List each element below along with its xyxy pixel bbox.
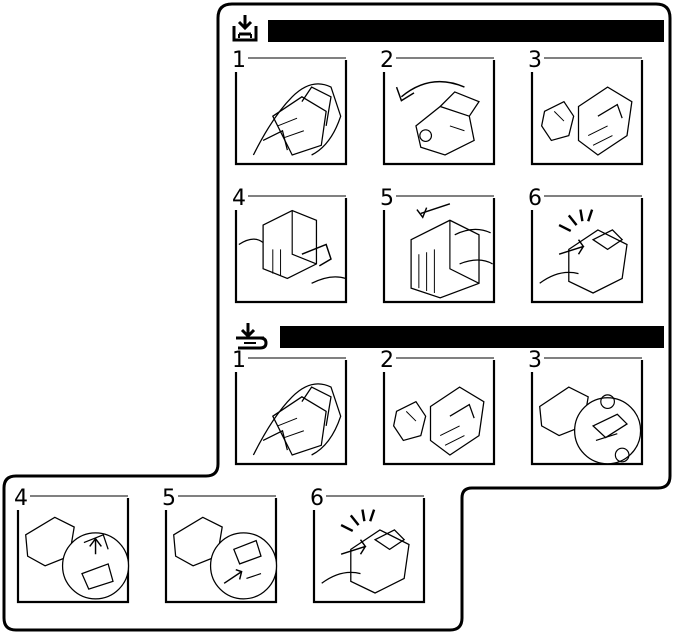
hands-inserting-refill-icon xyxy=(382,195,496,304)
section-bottom-step-6: 6 xyxy=(308,488,426,604)
section-bottom-step-1: 1 xyxy=(230,350,348,466)
section-bottom-step-5: 5 xyxy=(160,488,278,604)
cartridge-click-in-icon xyxy=(530,195,644,304)
step-number: 5 xyxy=(160,486,178,511)
section-top-step-1: 1 xyxy=(230,50,348,166)
step-number: 2 xyxy=(378,348,396,373)
hand-pulling-cartridge-icon xyxy=(234,57,348,166)
section-top-step-4: 4 xyxy=(230,188,348,304)
saddle-staple-icon xyxy=(230,322,270,352)
section-top-step-2: 2 xyxy=(378,50,496,166)
refill-remove-zoom-icon xyxy=(16,495,130,604)
step-number: 4 xyxy=(12,486,30,511)
step-number: 5 xyxy=(378,186,396,211)
cartridge-removed-icon xyxy=(382,357,496,466)
cartridge-detail-zoom-icon xyxy=(530,357,644,466)
cartridge-removed-icon xyxy=(530,57,644,166)
step-number: 2 xyxy=(378,48,396,73)
section-top-step-3: 3 xyxy=(526,50,644,166)
section-header-bar-top xyxy=(268,20,664,42)
section-header-bar-bottom xyxy=(280,326,664,348)
refill-insert-zoom-icon xyxy=(164,495,278,604)
hand-rotating-unit-icon xyxy=(382,57,496,166)
step-number: 3 xyxy=(526,348,544,373)
section-bottom-step-3: 3 xyxy=(526,350,644,466)
cartridge-click-in-icon xyxy=(312,495,426,604)
hand-pulling-cartridge-icon xyxy=(234,357,348,466)
section-top-step-6: 6 xyxy=(526,188,644,304)
step-number: 1 xyxy=(230,348,248,373)
section-bottom-step-2: 2 xyxy=(378,350,496,466)
hands-opening-cartridge-icon xyxy=(234,195,348,304)
step-number: 4 xyxy=(230,186,248,211)
step-number: 1 xyxy=(230,48,248,73)
step-number: 6 xyxy=(308,486,326,511)
section-bottom-step-4: 4 xyxy=(12,488,130,604)
step-number: 3 xyxy=(526,48,544,73)
tray-staple-icon xyxy=(228,14,262,44)
step-number: 6 xyxy=(526,186,544,211)
section-top-step-5: 5 xyxy=(378,188,496,304)
